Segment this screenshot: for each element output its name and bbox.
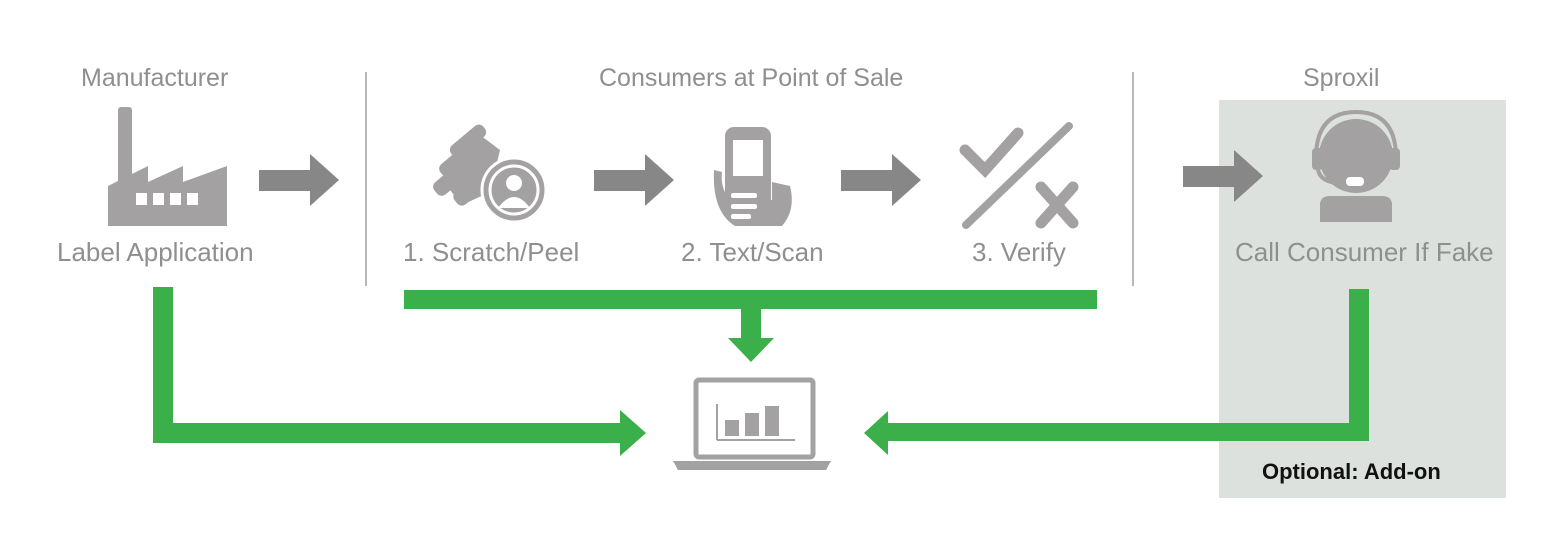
green-collector-bar [404,290,1097,309]
label-application: Label Application [57,237,254,267]
gray-arrow-2 [594,154,674,206]
gray-arrow-3 [841,154,921,206]
gray-arrow-4 [1183,150,1263,202]
laptop-chart-icon [673,377,831,470]
section-manufacturer: Manufacturer [81,64,229,92]
step-scratch-peel: 1. Scratch/Peel [403,237,580,267]
green-flows [153,287,1369,456]
phone-hand-icon [713,127,792,226]
scratch-coin-icon [433,124,548,224]
check-cross-icon [959,122,1079,229]
section-consumers: Consumers at Point of Sale [599,64,904,92]
optional-addon-label: Optional: Add-on [1262,459,1441,484]
green-flow-right [864,289,1369,455]
headset-agent-icon [1312,109,1400,222]
green-flow-left [153,287,646,456]
gray-arrow-1 [259,154,339,206]
step-text-scan: 2. Text/Scan [681,237,824,267]
step-verify: 3. Verify [972,237,1066,267]
green-flow-down [728,309,774,362]
section-sproxil: Sproxil [1303,64,1380,92]
factory-icon [108,107,227,226]
step-call-consumer: Call Consumer If Fake [1235,237,1494,267]
